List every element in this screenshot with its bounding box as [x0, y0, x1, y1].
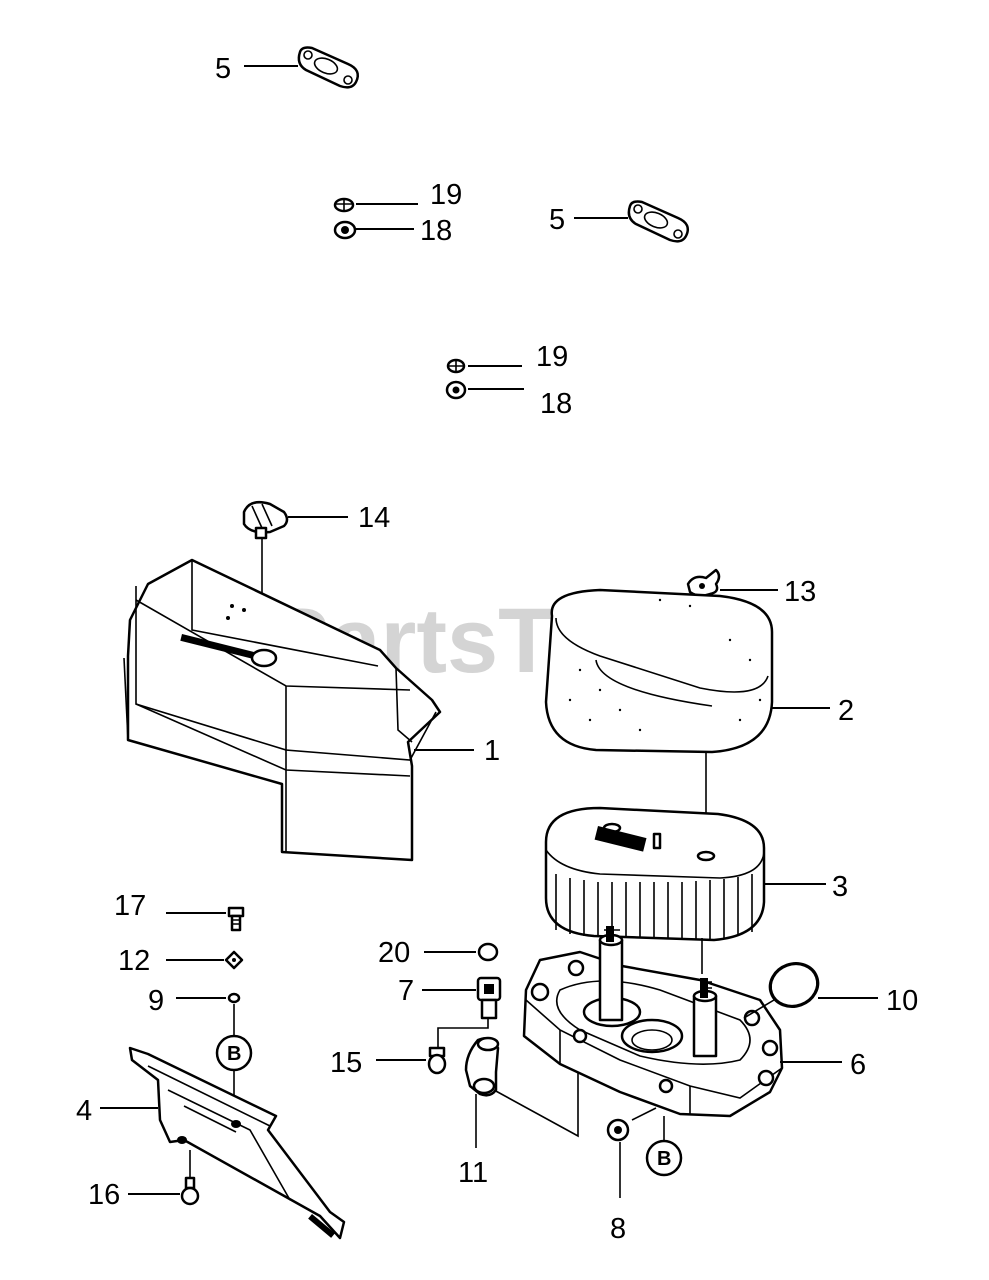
- label-part-19-lower: 19: [536, 341, 568, 373]
- label-part-15: 15: [330, 1047, 362, 1079]
- label-part-13: 13: [784, 576, 816, 608]
- nut-18-lower: [445, 380, 467, 400]
- leader-11-to-base: [493, 1060, 579, 1138]
- label-part-1: 1: [484, 735, 500, 767]
- bolt-17: [227, 906, 245, 932]
- base-plate-6: [522, 926, 784, 1118]
- gasket-right: [627, 200, 689, 243]
- cap-20: [477, 942, 499, 962]
- nut-8: [606, 1118, 630, 1142]
- fitting-7: [476, 976, 502, 1020]
- label-part-19-upper: 19: [430, 179, 462, 211]
- leader-10-to-base: [743, 999, 775, 1019]
- hose-elbow-11: [464, 1036, 500, 1097]
- label-part-9: 9: [148, 985, 164, 1017]
- plug-15: [427, 1046, 447, 1075]
- label-part-4: 4: [76, 1095, 92, 1127]
- knob-14: [242, 501, 289, 540]
- bracket-4: [128, 1046, 346, 1240]
- leader-7-to-15: [437, 1018, 489, 1050]
- svg-text:B: B: [657, 1148, 671, 1170]
- washer-9: [227, 992, 241, 1004]
- nut-12: [224, 950, 244, 970]
- callout-b-left: B: [215, 1034, 253, 1072]
- label-part-18-upper: 18: [420, 215, 452, 247]
- nut-18-upper: [333, 220, 357, 240]
- paper-element-3: [544, 806, 766, 942]
- label-part-5-right: 5: [549, 204, 565, 236]
- label-part-5-upper: 5: [215, 53, 231, 85]
- label-part-6: 6: [850, 1049, 866, 1081]
- bolt-16: [180, 1176, 200, 1206]
- label-part-11: 11: [458, 1157, 488, 1189]
- callout-b-right: B: [645, 1139, 683, 1177]
- o-ring-10: [768, 962, 820, 1008]
- washer-19-lower: [446, 358, 466, 374]
- label-part-20: 20: [378, 937, 410, 969]
- label-part-17: 17: [114, 890, 146, 922]
- label-part-3: 3: [832, 871, 848, 903]
- washer-19-upper: [333, 197, 355, 213]
- svg-text:B: B: [227, 1043, 241, 1065]
- label-part-18-lower: 18: [540, 388, 572, 420]
- label-part-16: 16: [88, 1179, 120, 1211]
- gasket-upper: [297, 46, 359, 89]
- wing-nut-13: [686, 568, 721, 597]
- air-cleaner-cover-1: [123, 558, 442, 862]
- label-part-10: 10: [886, 985, 918, 1017]
- pre-cleaner-2: [544, 588, 774, 754]
- label-part-7: 7: [398, 975, 414, 1007]
- label-part-12: 12: [118, 945, 150, 977]
- label-part-2: 2: [838, 695, 854, 727]
- label-part-8: 8: [610, 1213, 626, 1245]
- label-part-14: 14: [358, 502, 390, 534]
- leader-8-to-base: [631, 1107, 657, 1121]
